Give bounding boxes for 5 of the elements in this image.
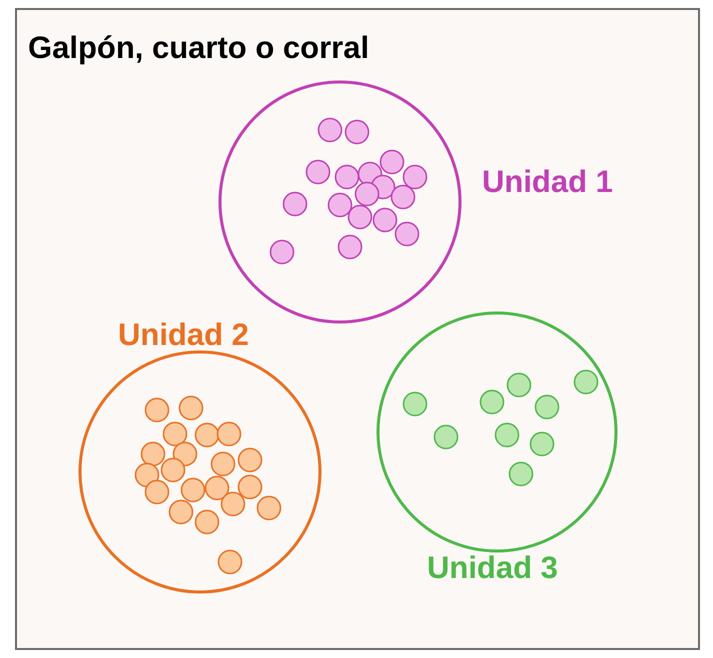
group-label: Unidad 3: [427, 550, 558, 586]
room-outline: [15, 8, 700, 650]
group-label: Unidad 2: [118, 317, 249, 353]
group-label: Unidad 1: [482, 164, 613, 200]
room-title: Galpón, cuarto o corral: [28, 30, 370, 66]
